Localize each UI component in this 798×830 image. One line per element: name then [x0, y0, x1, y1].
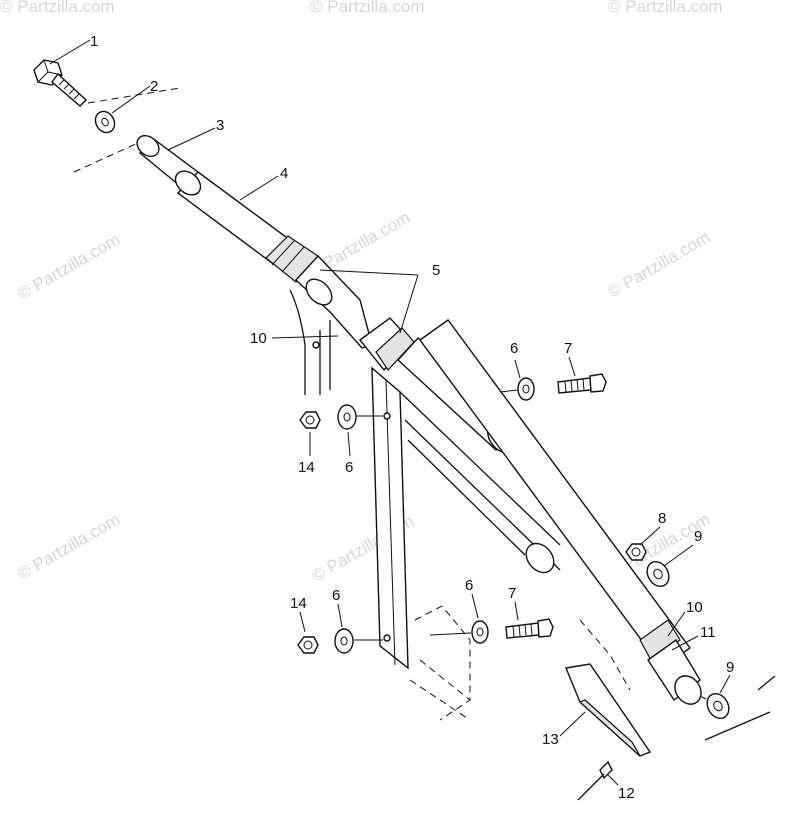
callout-6-upper-left: 6 — [345, 459, 353, 476]
nut-part-14-lower — [297, 636, 319, 654]
leader-lines — [49, 39, 731, 786]
callout-13: 13 — [542, 731, 559, 748]
watermark: © Partzilla.com — [0, 0, 115, 16]
callout-6-lower-left: 6 — [332, 587, 340, 604]
callout-6-lower-right: 6 — [465, 577, 473, 594]
washer-part-6-upper-left — [337, 404, 357, 430]
cross-shaft-assembly — [136, 134, 519, 454]
callout-11: 11 — [700, 624, 716, 641]
callout-10-upper: 10 — [250, 330, 267, 347]
watermarks: © Partzilla.com © Partzilla.com © Partzi… — [0, 0, 723, 585]
callout-2: 2 — [150, 78, 158, 95]
watermark: © Partzilla.com — [15, 510, 124, 584]
nut-part-8 — [625, 543, 647, 561]
guard-outline — [409, 605, 631, 721]
callout-4: 4 — [280, 165, 288, 182]
callout-9-lower: 9 — [726, 659, 734, 676]
washer-part-6-lower-right — [471, 620, 489, 644]
callout-12: 12 — [618, 785, 635, 802]
bolt-part-7-upper — [557, 373, 607, 394]
callout-5: 5 — [432, 262, 440, 279]
callout-6-upper-right: 6 — [510, 340, 518, 357]
washer-part-2 — [94, 110, 116, 134]
callout-14-lower: 14 — [290, 595, 307, 612]
callout-10-lower: 10 — [686, 599, 703, 616]
washer-part-6-lower-left — [334, 628, 354, 654]
bracket-plate — [289, 289, 561, 670]
callout-1: 1 — [90, 33, 98, 50]
callout-9-upper: 9 — [694, 528, 702, 545]
watermark: © Partzilla.com — [15, 230, 124, 304]
washer-part-9-upper — [646, 560, 670, 588]
callout-labels: 1 2 3 4 5 10 6 7 14 6 8 9 10 11 9 6 7 14… — [90, 33, 734, 802]
nut-part-14-upper — [299, 411, 321, 429]
bolt-part-7-lower — [505, 618, 554, 639]
callout-7-upper: 7 — [564, 340, 572, 357]
watermark: © Partzilla.com — [605, 228, 714, 302]
pin-part-12 — [577, 760, 613, 801]
bolt-part-1 — [33, 59, 88, 107]
skid-part-13 — [565, 663, 652, 757]
watermark: © Partzilla.com — [608, 0, 723, 16]
watermark: © Partzilla.com — [310, 0, 425, 16]
callout-3: 3 — [216, 117, 224, 134]
lower-shaft-part-11 — [419, 319, 702, 705]
callout-7-lower: 7 — [508, 585, 516, 602]
callout-14-upper: 14 — [298, 459, 315, 476]
callout-8: 8 — [658, 510, 666, 527]
washer-part-6-upper-right — [517, 377, 535, 401]
washer-part-9-lower — [706, 692, 730, 720]
